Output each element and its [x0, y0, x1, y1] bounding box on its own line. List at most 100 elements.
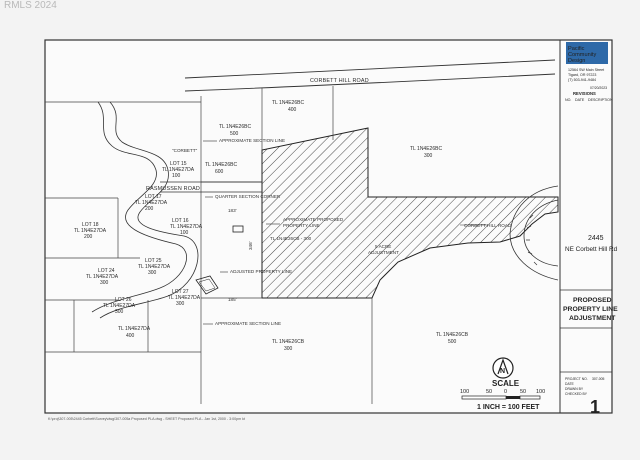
label-quarter-section-corner: QUARTER SECTION CORNER: [215, 194, 281, 199]
lot24-c: 300: [100, 280, 109, 286]
lot17-c: 200: [145, 206, 154, 212]
revisions-col-desc: DESCRIPTION: [588, 98, 613, 102]
lot16-a: LOT 16: [172, 218, 189, 224]
sheet-title-3: ADJUSTMENT: [569, 315, 616, 322]
sheet-number: 1: [590, 397, 600, 417]
lot26-c: 300: [115, 309, 124, 315]
label-approx-section-line-2: APPROXIMATE SECTION LINE: [215, 321, 281, 326]
corbett-road-edge-bottom: [184, 73, 556, 92]
parcel-2bc-500-name: TL 1N4E26BC: [219, 124, 251, 130]
lot27-c: 300: [176, 301, 185, 307]
lot26-b: TL 1N4E27DA: [103, 303, 136, 309]
scale-bar-left: [461, 395, 507, 400]
road-label-rasmussen: RASMUSSEN ROAD: [146, 186, 200, 192]
lot17-b: TL 1N4E27DA: [135, 200, 168, 206]
parcel-2bc-400-name: TL 1N4E26BC: [272, 100, 304, 106]
company-name-3: Design: [568, 58, 585, 64]
title-block: Pacific Community Design 12564 SW Main S…: [560, 42, 618, 417]
cul-de-sac-outer: [509, 185, 559, 281]
lot17-a: LOT 17: [145, 194, 162, 200]
lot25-a: LOT 25: [145, 258, 162, 264]
lot18-b: TL 1N4E27DA: [74, 228, 107, 234]
project-street: NE Corbett Hill Rd: [565, 246, 618, 253]
label-approx-proposed-2: PROPERTY LINE: [283, 223, 320, 228]
scale-text: 1 INCH = 100 FEET: [477, 404, 540, 411]
north-letter: N: [500, 368, 505, 375]
scale-tick-4: 100: [536, 389, 545, 395]
cul-de-sac-ticks: [526, 214, 538, 266]
meta-drawn-label: DRAWN BY: [565, 387, 584, 391]
rasmussen-road-edge-b: [99, 101, 199, 319]
lot15-b: TL 1N4E27DA: [162, 167, 195, 173]
scale-bar-mid: [506, 396, 520, 399]
scale-title: SCALE: [492, 379, 520, 388]
company-addr-1: 12564 SW Main Street: [568, 68, 604, 72]
file-path: K:\proj\307-005\2445 Corbett\Survey\dwg\…: [48, 417, 245, 421]
company-phone: (T) 503-941-9484: [568, 78, 596, 82]
revisions-col-no: NO.: [565, 98, 571, 102]
north-arrow: N: [492, 357, 514, 379]
company-name-2: Community: [568, 52, 596, 58]
lot27-b: TL 1N4E27DA: [168, 295, 201, 301]
parcel-26cb-500-name: TL 1N4E26CB: [436, 332, 469, 338]
map: CORBETT HILL ROAD RASMUSSEN ROAD CORBETT…: [45, 59, 559, 411]
lot18-a: LOT 18: [82, 222, 99, 228]
lot15-c: 100: [172, 173, 181, 179]
scale-tick-2: 0: [504, 389, 507, 395]
lot27-a: LOT 27: [172, 289, 189, 295]
meta-project-no: 307-005: [592, 377, 605, 381]
company-name-1: Pacific: [568, 46, 585, 52]
lot16-c: 100: [180, 230, 189, 236]
parcel-27da-400-num: 400: [126, 333, 135, 339]
parcel-2bc-300-name: TL 1N4E26BC: [410, 146, 442, 152]
building-symbol: [232, 225, 244, 233]
lot18-c: 200: [84, 234, 93, 240]
meta-project-no-label: PROJECT NO.: [565, 377, 588, 381]
label-tl-lot: TL 1N4E26CB - 300: [270, 236, 312, 241]
parcel-26cb-300-name: TL 1N4E26CB: [272, 339, 305, 345]
dimension-bottom: 185': [228, 297, 237, 302]
watermark: RMLS 2024: [4, 0, 57, 11]
revisions-title: REVISIONS: [573, 91, 596, 96]
meta-checked-label: CHECKED BY: [565, 392, 588, 396]
parcel-26cb-300-num: 300: [284, 346, 293, 352]
lot16-b: TL 1N4E27DA: [170, 224, 203, 230]
lot24-a: LOT 24: [98, 268, 115, 274]
dimension-top: 183': [228, 208, 237, 213]
lot24-b: TL 1N4E27DA: [86, 274, 119, 280]
scale-tick-1: 50: [486, 389, 492, 395]
label-adjusted-property-line: ADJUSTED PROPERTY LINE: [230, 269, 292, 274]
company-addr-2: Tigard, OR 97223: [568, 73, 596, 77]
rasmussen-road-edge-a: [91, 101, 187, 313]
scale-tick-3: 50: [520, 389, 526, 395]
revisions-col-date: DATE: [575, 98, 585, 102]
meta-date-label: DATE: [565, 382, 575, 386]
house-inner-symbol: [198, 278, 216, 292]
parcel-27da-400-name: TL 1N4E27DA: [118, 326, 151, 332]
parcel-2bc-400-num: 400: [288, 107, 297, 113]
project-number: 2445: [588, 235, 604, 242]
road-label-corbett-quote: "CORBETT": [172, 148, 198, 153]
lot15-a: LOT 15: [170, 161, 187, 167]
revision-stamp: 07/20/2023: [590, 86, 607, 90]
scale-bar-right: [519, 395, 541, 400]
parcel-2bc-300-num: 300: [424, 153, 433, 159]
house-symbol: [195, 275, 219, 295]
label-approx-proposed-1: APPROXIMATE PROPOSED: [283, 217, 344, 222]
lot25-b: TL 1N4E27DA: [138, 264, 171, 270]
road-label-corbett-right: CORBETT HILL ROAD: [464, 223, 512, 228]
dimension-side: 346': [248, 241, 253, 250]
label-acre-adj-1: 5 ACRE: [375, 244, 391, 249]
sheet-title-1: PROPOSED: [573, 297, 612, 304]
parcel-2bc-600-name: TL 1N4E26BC: [205, 162, 237, 168]
parcel-26cb-500-num: 500: [448, 339, 457, 345]
parcel-2bc-500-num: 500: [230, 131, 239, 137]
scale-tick-0: 100: [460, 389, 469, 395]
cul-de-sac-inner: [523, 199, 559, 267]
company-logo: [566, 42, 608, 64]
lot25-c: 300: [148, 270, 157, 276]
road-label-corbett-top: CORBETT HILL ROAD: [310, 78, 369, 84]
parcel-2bc-600-num: 600: [215, 169, 224, 175]
lot26-a: LOT 26: [115, 297, 132, 303]
